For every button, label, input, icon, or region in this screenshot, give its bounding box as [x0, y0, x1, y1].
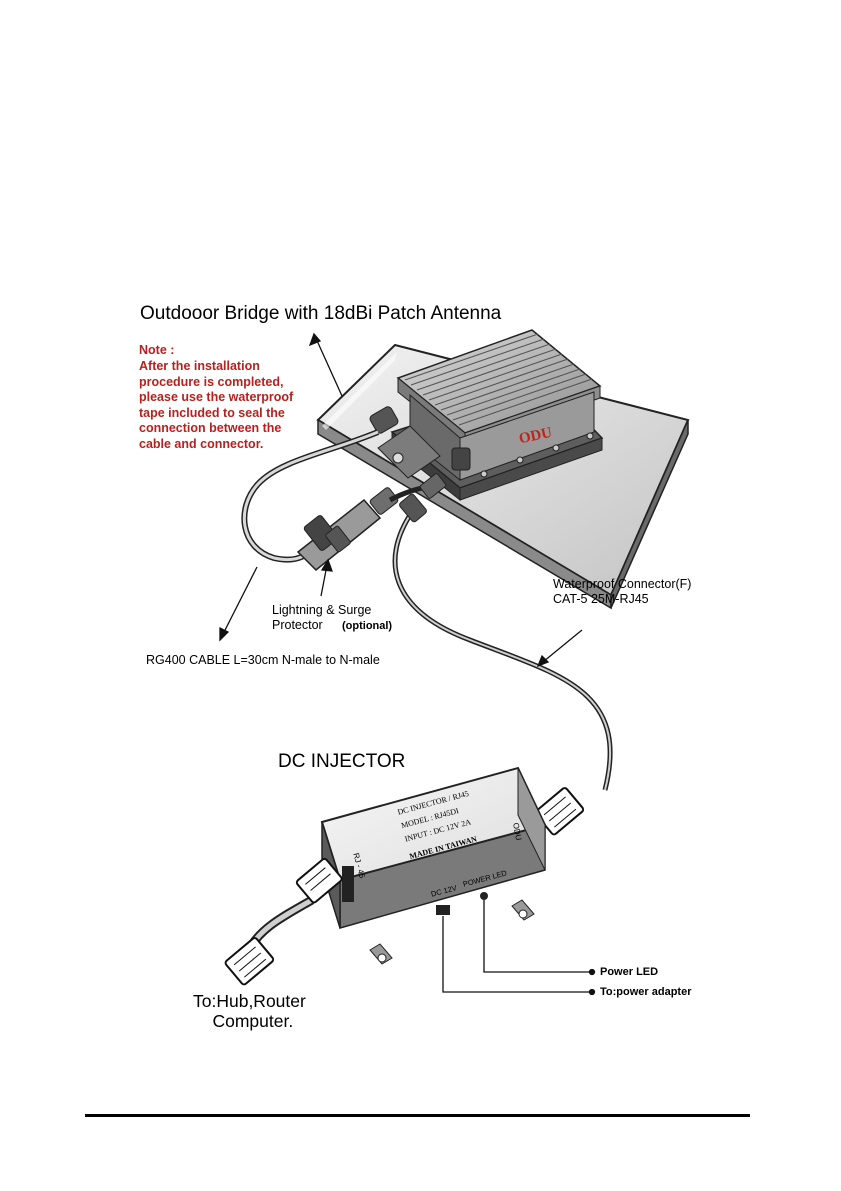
lightning-protector-label: Lightning & Surge Protector — [272, 603, 372, 632]
leader-lines — [219, 332, 596, 996]
n-connector — [369, 406, 471, 471]
rj45-port — [342, 866, 354, 902]
power-led-label: Power LED — [600, 966, 659, 978]
rj45-plug-hub — [295, 857, 343, 904]
dc12v-jack — [436, 905, 450, 915]
note-body: After the installation procedure is comp… — [139, 359, 294, 451]
rj45-plug-hub-end — [224, 937, 275, 986]
dc-injector-box — [320, 766, 547, 965]
power-led — [480, 892, 488, 900]
lightning-optional-label: (optional) — [342, 620, 393, 632]
hub-router-label: To:Hub,Router Computer. — [193, 991, 306, 1031]
diagram-title: Outdooor Bridge with 18dBi Patch Antenna — [140, 303, 502, 324]
lightning-protector — [296, 487, 399, 572]
dc-injector-title: DC INJECTOR — [278, 751, 406, 772]
mount-bracket — [377, 425, 441, 479]
bottom-rule — [85, 1114, 750, 1117]
waterproof-connector-label: Waterproof Connector(F) CAT-5 25M-RJ45 — [553, 577, 692, 606]
power-adapter-label: To:power adapter — [600, 986, 692, 998]
note-heading: Note : — [139, 343, 175, 357]
rg400-cable-label: RG400 CABLE L=30cm N-male to N-male — [146, 653, 380, 667]
